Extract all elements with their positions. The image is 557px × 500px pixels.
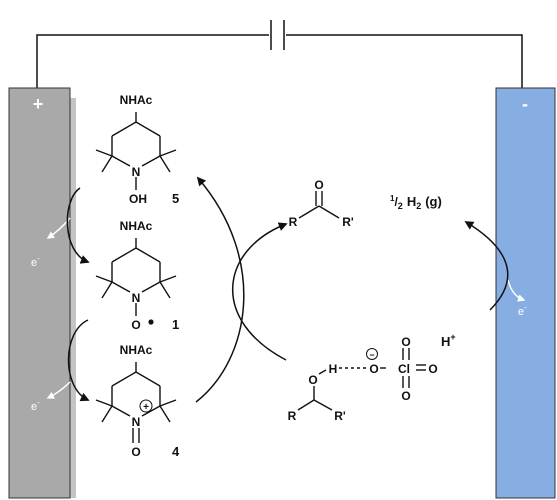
- proton-label: H+: [441, 332, 456, 349]
- compound-5-substituent: NHAc: [120, 93, 153, 107]
- perchlorate-o-top: O: [401, 335, 410, 349]
- oxidation-arrows: [66, 187, 90, 402]
- alcohol-r: R: [288, 409, 297, 423]
- svg-text:e-: e-: [31, 254, 40, 269]
- anode-electron-bottom: e-: [31, 381, 71, 413]
- perchlorate: [366, 348, 426, 388]
- alcohol-oxygen: O: [308, 373, 317, 387]
- cathode-electrode: -: [495, 87, 556, 499]
- compound-1-nitrogen: N: [132, 291, 141, 305]
- compound-4-nitrogen: N: [132, 415, 141, 429]
- compound-5-oh: OH: [129, 192, 147, 206]
- compound-4-charge: +: [143, 402, 149, 413]
- compound-4-number: 4: [172, 444, 180, 459]
- circuit-wire: [36, 20, 523, 88]
- perchlorate-o-bottom: O: [401, 389, 410, 403]
- svg-text:e-: e-: [31, 398, 40, 413]
- ketone: [298, 191, 340, 219]
- compound-5-number: 5: [172, 191, 179, 206]
- arrow-1-to-4: [67, 319, 90, 402]
- perchlorate-cl: Cl: [398, 362, 410, 376]
- anode-electrode: +: [8, 87, 76, 499]
- anode-shadow: [70, 98, 76, 498]
- anode-sign: +: [33, 94, 44, 114]
- ketone-r: R: [289, 215, 298, 229]
- perchlorate-o-right: O: [428, 362, 437, 376]
- alcohol-r-prime: R': [334, 409, 346, 423]
- compound-5: [95, 112, 177, 190]
- alcohol-hydrogen: H: [329, 362, 338, 376]
- compound-1-substituent: NHAc: [120, 219, 153, 233]
- compound-4: [95, 362, 177, 443]
- arrow-5-to-1: [66, 187, 90, 264]
- arrow-proton-to-hydrogen: [464, 221, 509, 311]
- compound-1: [95, 238, 177, 316]
- perchlorate-charge: −: [369, 350, 374, 360]
- reaction-arrows: [195, 176, 509, 403]
- compound-1-oxygen: O: [131, 318, 140, 332]
- cathode-sign: -: [522, 94, 528, 114]
- radical-dot: [148, 319, 154, 325]
- compound-4-oxygen: O: [131, 445, 140, 459]
- compound-4-substituent: NHAc: [120, 343, 153, 357]
- compound-5-nitrogen: N: [132, 165, 141, 179]
- ketone-r-prime: R': [342, 215, 354, 229]
- perchlorate-o-left: O: [369, 362, 378, 376]
- arrow-4-to-5: [195, 176, 245, 403]
- cathode-electron: e-: [507, 279, 527, 318]
- arrow-alcohol-to-ketone: [232, 222, 288, 361]
- ketone-oxygen: O: [314, 178, 323, 192]
- compound-1-number: 1: [172, 317, 179, 332]
- alcohol: [297, 367, 368, 411]
- anode-electron-top: e-: [31, 217, 71, 269]
- svg-text:e-: e-: [518, 303, 527, 318]
